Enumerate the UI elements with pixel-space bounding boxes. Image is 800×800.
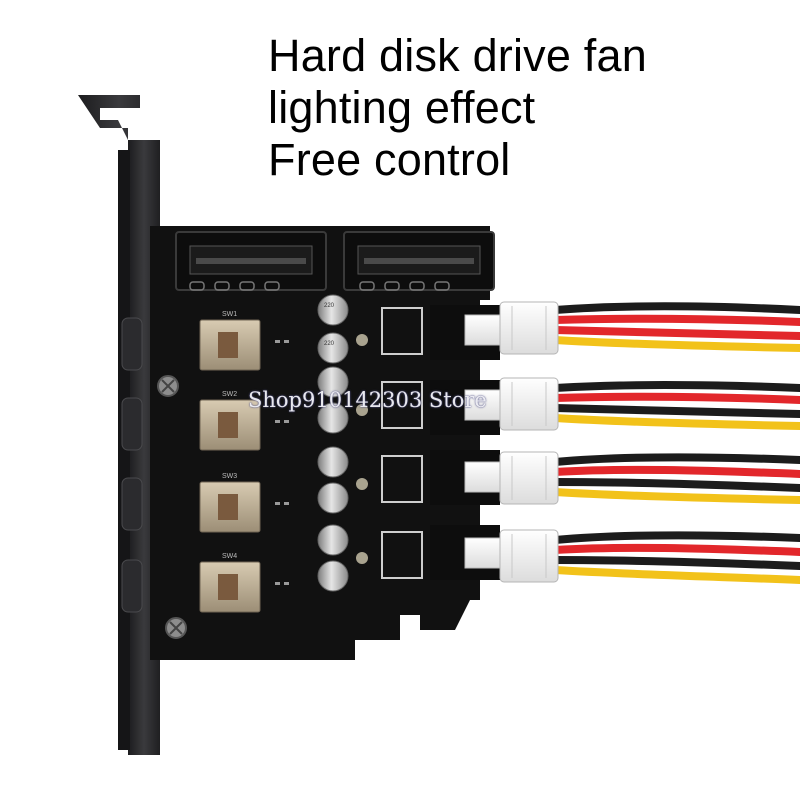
molex-connector-2: [430, 377, 559, 435]
switch-label-3: SW3: [222, 473, 237, 480]
capacitor-5: [317, 446, 349, 478]
header-pins: [381, 307, 423, 579]
headline-line-1: Hard disk drive fan: [268, 30, 647, 81]
capacitor-text: 220: [324, 341, 335, 347]
bracket-knobs: [121, 317, 143, 613]
capacitor-4: [317, 402, 349, 434]
screw-bottom: [165, 617, 187, 639]
capacitor-3: [317, 366, 349, 398]
molex-connector-3: [430, 450, 559, 505]
smd-components: [275, 340, 289, 585]
headline-line-3: Free control: [268, 134, 511, 185]
pci-bracket: [78, 95, 160, 755]
switch-1: SW1: [199, 311, 261, 371]
wire-bundles: [551, 302, 800, 584]
molex-connector-4: [430, 525, 559, 583]
sata-port-1: [175, 231, 327, 291]
switch-2: SW2: [199, 391, 261, 451]
screw-top: [157, 375, 179, 397]
capacitor-6: [317, 482, 349, 514]
leds: [356, 334, 368, 564]
capacitor-7: [317, 524, 349, 556]
capacitor-8: [317, 560, 349, 592]
capacitor-1: 220: [317, 294, 349, 326]
store-watermark: Shop910142303 Store: [248, 388, 487, 412]
headline-line-2: lighting effect: [268, 82, 536, 133]
solder-pads: [189, 281, 450, 291]
switch-label-1: SW1: [222, 311, 237, 318]
molex-connector-1: [430, 301, 559, 360]
capacitor-text: 220: [324, 303, 335, 309]
switch-4: SW4: [199, 553, 261, 613]
headline: Hard disk drive fan lighting effect Free…: [268, 30, 647, 186]
switch-label-4: SW4: [222, 553, 237, 560]
switch-3: SW3: [199, 473, 261, 533]
switch-label-2: SW2: [222, 391, 237, 398]
capacitor-2: 220: [317, 332, 349, 364]
